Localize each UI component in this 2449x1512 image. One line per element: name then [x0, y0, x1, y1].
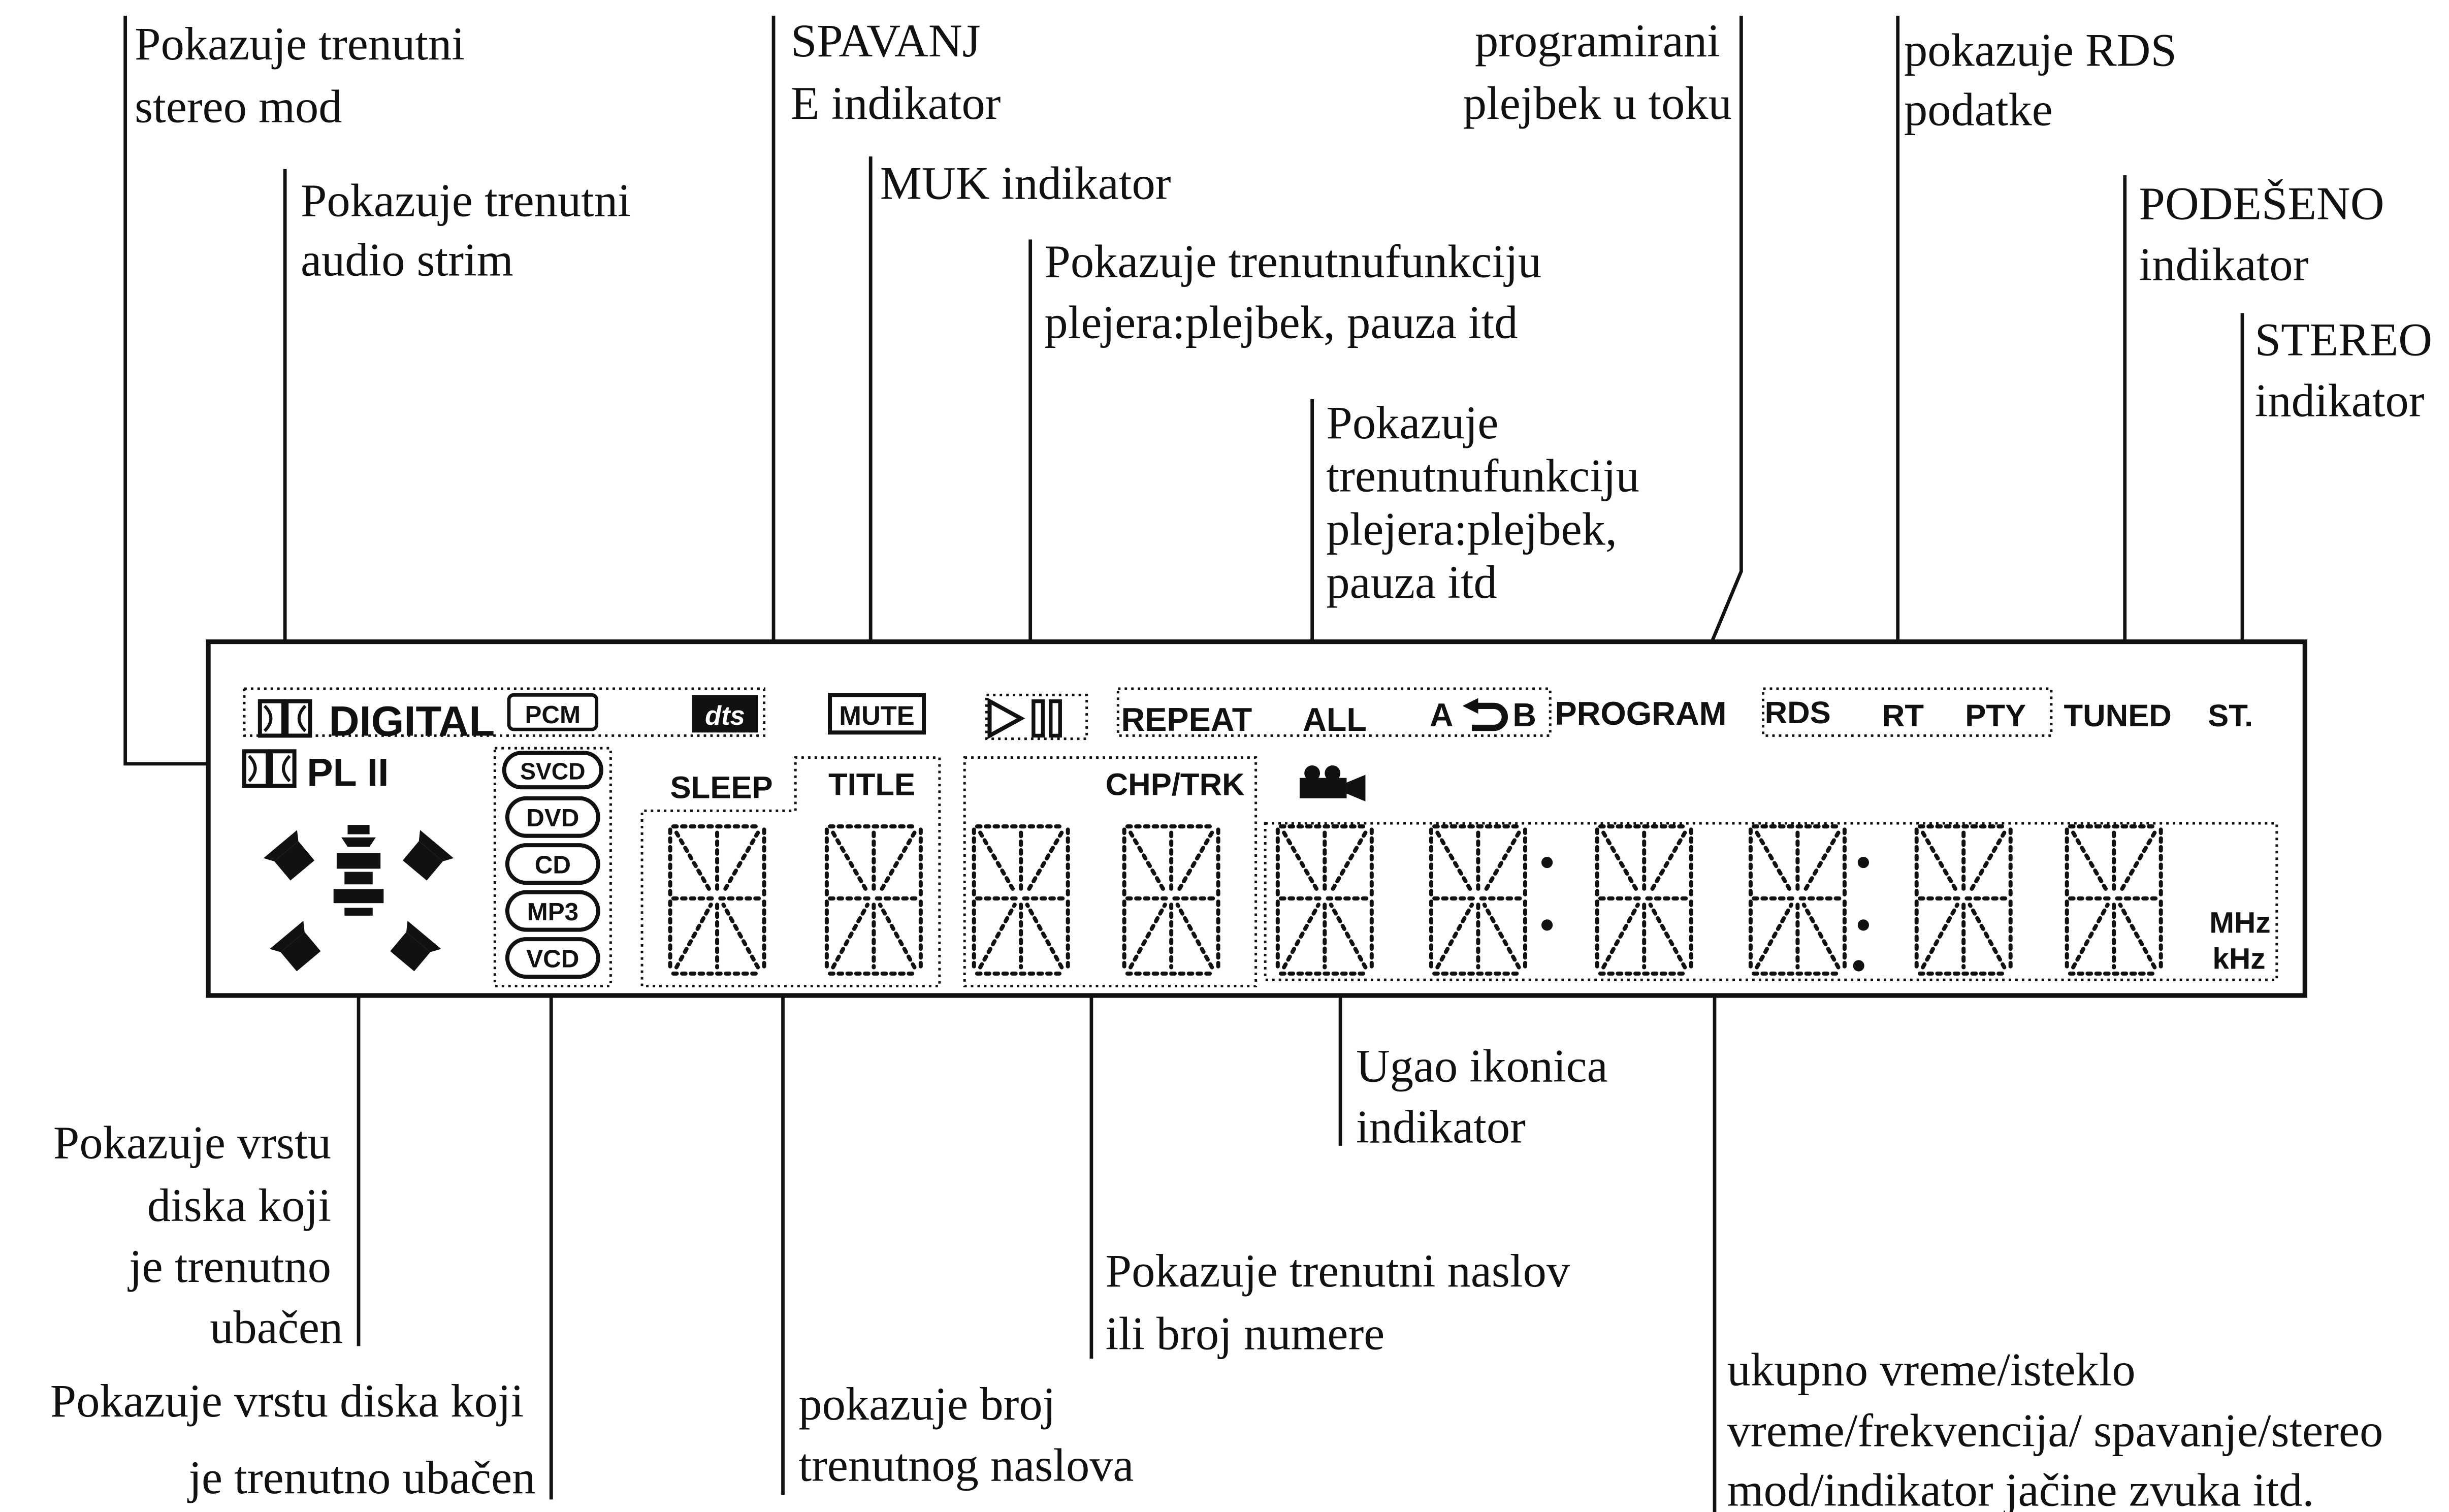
svg-text:VCD: VCD	[526, 945, 579, 973]
callout-disc-type: Pokazuje vrstu diska koji je trenutno ub…	[50, 1375, 536, 1504]
decimal-dot	[1853, 960, 1864, 972]
callout-labels: Pokazuje trenutni stereo mod Pokazuje tr…	[50, 15, 2444, 1512]
angle-camera-icon	[1299, 765, 1366, 801]
pl2-text: PL II	[307, 751, 389, 794]
svg-text:CD: CD	[535, 851, 571, 879]
dolby-double-d-icon	[257, 699, 312, 738]
play-icon	[987, 697, 1025, 739]
callout-player-function: Pokazuje trenutnufunkciju plejera:plejbe…	[1044, 236, 1553, 348]
disc-type-indicators: SVCD DVD CD MP3 VCD	[502, 751, 603, 979]
digital-text: DIGITAL	[329, 697, 495, 745]
callout-repeat-function: Pokazuje trenutnufunkciju plejera:plejbe…	[1326, 397, 1651, 608]
rds-text: RDS	[1765, 695, 1831, 730]
callout-speakers: Pokazuje vrstu diska koji je trenutno ub…	[53, 1117, 343, 1354]
pty-text: PTY	[1965, 698, 2026, 733]
front-right-speaker-icon	[402, 830, 454, 881]
callout-stereo-mode: Pokazuje trenutni stereo mod	[135, 18, 476, 133]
khz-indicator: kHz	[2212, 943, 2265, 976]
callout-angle: Ugao ikonica indikator	[1356, 1041, 1620, 1153]
colon-2-top	[1857, 856, 1869, 868]
dts-indicator: dts	[692, 695, 758, 733]
pcm-text: PCM	[525, 701, 581, 729]
leader-lines	[123, 15, 2244, 1512]
speaker-layout-icon	[263, 825, 454, 972]
svg-text:DVD: DVD	[526, 804, 579, 832]
time-digit-3	[1595, 824, 1693, 976]
mute-indicator: MUTE	[828, 693, 926, 735]
tuned-indicator: TUNED	[2064, 698, 2172, 733]
rear-right-speaker-icon	[390, 920, 441, 972]
callout-rds: pokazuje RDS podatke	[1904, 24, 2188, 136]
rt-text: RT	[1882, 698, 1924, 733]
rear-left-speaker-icon	[270, 920, 321, 972]
time-digit-6	[2065, 824, 2163, 976]
ab-repeat-arrows-icon	[1462, 698, 1508, 731]
disc-vcd: VCD	[505, 937, 600, 979]
rds-group-box	[1762, 687, 2053, 737]
mute-text: MUTE	[839, 701, 914, 731]
disc-dvd: DVD	[505, 796, 600, 838]
callout-mute: MUK indikator	[880, 157, 1171, 209]
callout-stereo: STEREO indikator	[2255, 314, 2444, 427]
callout-title-number: pokazuje broj trenutnog naslova	[798, 1378, 1134, 1491]
time-separators	[1541, 856, 1869, 972]
chp-trk-box	[963, 756, 1258, 987]
disc-cd: CD	[505, 843, 600, 885]
time-digit-5	[1914, 824, 2013, 976]
callout-sleep: SPAVANJ E indikator	[791, 15, 1001, 130]
leader-stereo-mode	[123, 15, 243, 766]
dolby-pl2-indicator: PL II	[242, 749, 389, 794]
front-left-speaker-icon	[263, 830, 315, 881]
chapter-digit-2	[1122, 824, 1220, 976]
stereo-st-indicator: ST.	[2208, 698, 2253, 733]
rds-indicators: RDS RT PTY	[1765, 695, 2026, 733]
all-text: ALL	[1303, 701, 1367, 738]
title-digit-2	[824, 824, 923, 976]
title-indicator: TITLE	[828, 767, 915, 802]
time-digit-2	[1429, 824, 1527, 976]
time-digit-1	[1275, 824, 1374, 976]
lcd-panel-frame	[206, 639, 2307, 998]
title-digit-1	[668, 824, 766, 976]
ab-a-text: A	[1430, 696, 1454, 733]
repeat-text: REPEAT	[1121, 701, 1252, 738]
callout-time-freq: ukupno vreme/isteklo vreme/frekvencija/ …	[1727, 1344, 2395, 1512]
colon-2-bottom	[1857, 919, 1869, 931]
colon-1-bottom	[1541, 919, 1553, 931]
callout-chapter-track: Pokazuje trenutni naslov ili broj numere	[1106, 1245, 1582, 1360]
sleep-title-box	[640, 756, 941, 987]
disc-svcd: SVCD	[502, 751, 603, 790]
dotted-groups	[243, 687, 2278, 987]
pcm-indicator: PCM	[507, 693, 599, 731]
segment-digits	[668, 824, 2163, 976]
disc-mp3: MP3	[505, 890, 600, 932]
svg-text:SVCD: SVCD	[520, 758, 585, 785]
callout-program: programirani plejbek u toku	[1463, 15, 1732, 130]
svg-text:MP3: MP3	[527, 898, 578, 926]
time-digit-4	[1748, 824, 1847, 976]
dts-text: dts	[705, 701, 745, 731]
chp-trk-indicator: CHP/TRK	[1106, 767, 1245, 802]
sleep-indicator: SLEEP	[670, 770, 773, 806]
play-pause-indicator	[987, 697, 1062, 739]
pause-icon	[1032, 699, 1062, 738]
colon-1-top	[1541, 856, 1553, 868]
mhz-indicator: MHz	[2209, 907, 2270, 940]
ab-b-text: B	[1512, 696, 1536, 733]
repeat-group-box	[1116, 687, 1552, 737]
center-speaker-icon	[333, 825, 384, 916]
dolby-digital-indicator: DIGITAL	[257, 697, 495, 745]
callout-audio-stream: Pokazuje trenutni audio strim	[301, 175, 642, 286]
program-indicator: PROGRAM	[1555, 695, 1727, 732]
dolby-double-d-icon-2	[242, 749, 297, 788]
repeat-indicators: REPEAT ALL A B	[1121, 696, 1536, 738]
time-freq-box	[1264, 822, 2278, 981]
callout-tuned: PODEŠENO indikator	[2139, 178, 2396, 291]
chapter-digit-1	[972, 824, 1070, 976]
